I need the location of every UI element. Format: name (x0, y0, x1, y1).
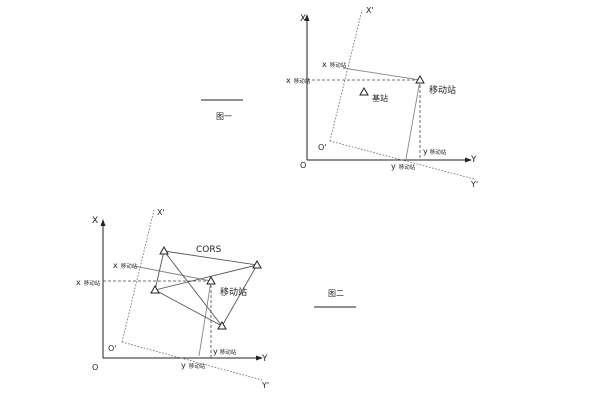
figure2-x-rot-axis (121, 209, 155, 343)
figure2-network-edge (154, 250, 165, 291)
figure2-x-axis-arrow (100, 219, 106, 226)
figure2-axis-x-rot-label: X' (157, 208, 165, 217)
figure2-axis-y-rot-label: Y' (261, 381, 269, 390)
figure2-network-label: CORS (196, 245, 222, 255)
figure2-axis-y-label: Y (261, 354, 268, 364)
figure2-x-rot-projection (133, 265, 212, 282)
figure1-origin-rot-label: O' (318, 143, 327, 152)
figure1-mobile-station-icon (415, 74, 425, 84)
figure2-mobile-station-icon (206, 275, 216, 285)
figure2-cors-station-icon (159, 245, 169, 255)
figure1-axis-x-rot-label: X' (366, 6, 374, 15)
figure1-base-station-icon (359, 86, 369, 96)
figure2-caption: 图二 (328, 289, 344, 298)
figure1-x-rot-axis (329, 9, 363, 142)
figure2-origin-label: O (92, 363, 98, 372)
figure2-y-rot-projection (198, 280, 212, 357)
figure2-network-edge (154, 264, 258, 291)
figure2-y-rot-axis (121, 341, 263, 381)
figure2-cors-station-icon (252, 259, 262, 269)
figure1-x-axis-arrow (304, 14, 310, 21)
figure2-network-edge (154, 289, 223, 327)
figure1-y-axis-arrow (465, 157, 472, 163)
figure1-x-rot-projection (342, 67, 421, 81)
figure2-network-edge (221, 264, 258, 327)
figure2-origin-rot-label: O' (108, 344, 117, 353)
figure2-mobile-station-label: 移动站 (220, 286, 247, 298)
figure1-base-station-label: 基站 (372, 93, 388, 103)
figure1-axis-x-label: X (300, 14, 306, 24)
figure2-cors-station-icon (150, 284, 160, 294)
figure2-network-edge (163, 250, 258, 266)
figure2-network-edge (163, 250, 223, 327)
figure1-y-rot-axis (329, 140, 475, 180)
figure1-origin-label: O (300, 161, 306, 170)
figure2-axis-x-label: X (92, 216, 98, 226)
figure2-cors-station-icon (217, 320, 227, 330)
figure1-mobile-station-label: 移动站 (429, 84, 456, 96)
figure2-y-axis-arrow (256, 355, 263, 361)
figure1-axis-y-label: Y (470, 155, 477, 165)
figure2: 图二 X X' Y Y' O O' (76, 208, 356, 390)
figure1-caption: 图一 (216, 112, 232, 121)
figure1-axis-y-rot-label: Y' (470, 180, 478, 189)
figure1-y-rot-projection (405, 79, 421, 160)
